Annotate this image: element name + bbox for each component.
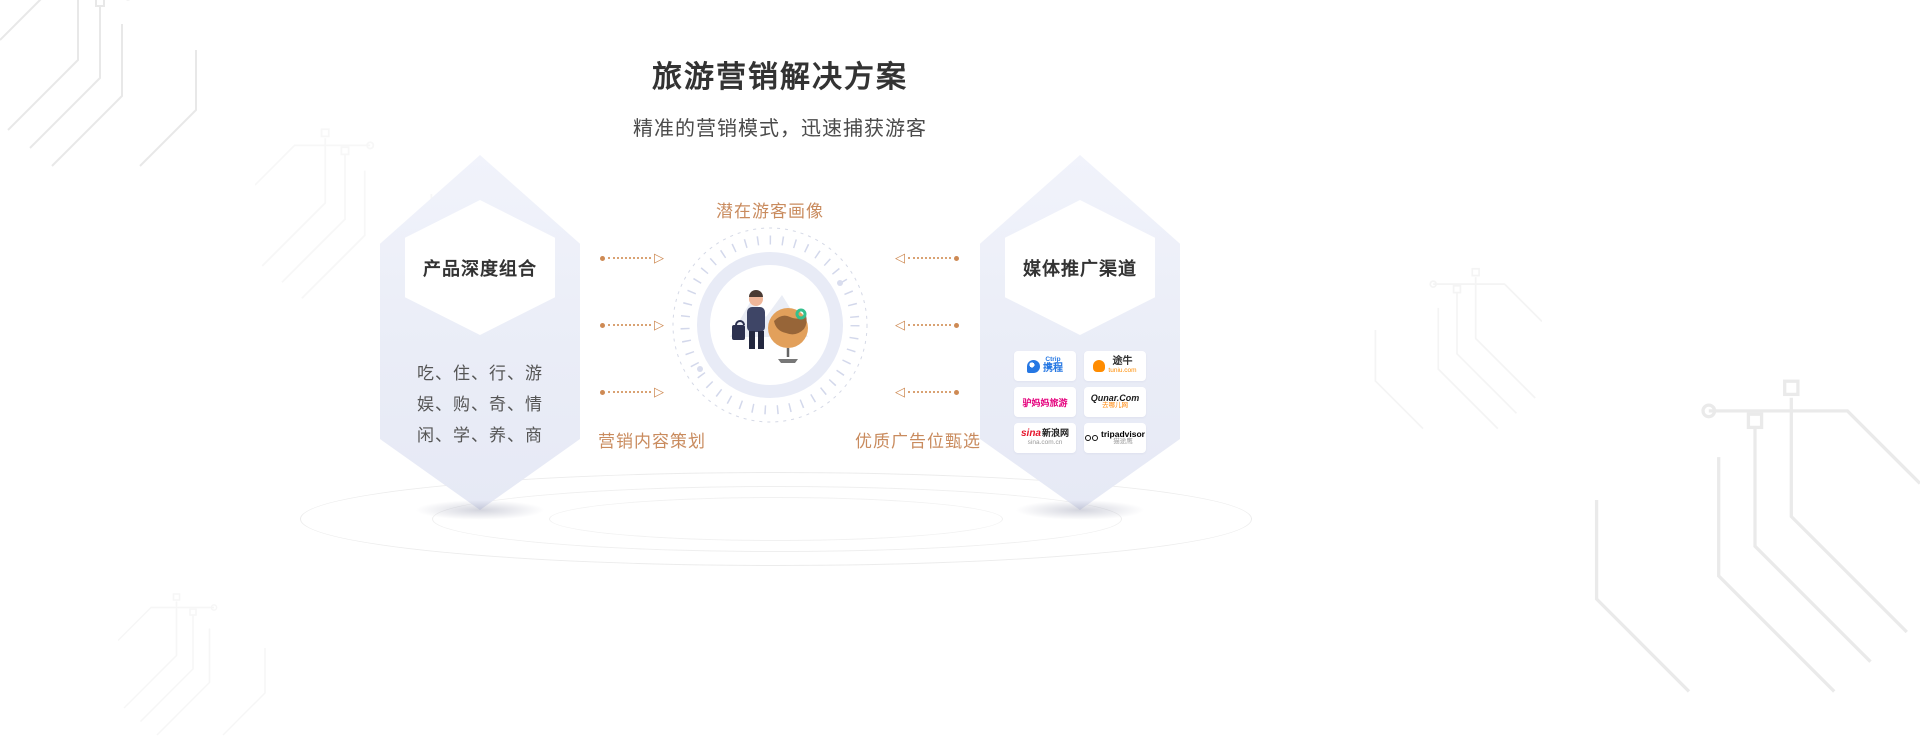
arrow-left-icon: ◁: [895, 317, 905, 332]
tripadvisor-name-text: tripadvisor: [1101, 429, 1145, 440]
label-content-planning: 营销内容策划: [598, 432, 706, 451]
dotted-line: [908, 324, 951, 326]
partner-logo-ctrip[interactable]: Ctrip 携程: [1014, 351, 1076, 381]
partner-logo-tuniu[interactable]: 途牛 tuniu.com: [1084, 351, 1146, 381]
arrow-left-icon: ◁: [895, 250, 905, 265]
media-channels-card: 媒体推广渠道 Ctrip 携程 途牛 tuniu.com 驴妈妈旅游: [980, 155, 1180, 510]
flow-arrow-left-2: ▷: [600, 318, 664, 332]
page-title: 旅游营销解决方案: [652, 61, 908, 94]
partner-logo-qunar[interactable]: Qunar.Com 去哪儿网: [1084, 387, 1146, 417]
product-line-2: 娱、购、奇、情: [417, 395, 543, 414]
arrow-dot-icon: [600, 255, 605, 261]
arrow-dot-icon: [954, 255, 959, 261]
product-line-1: 吃、住、行、游: [417, 364, 543, 383]
arrow-dot-icon: [954, 389, 959, 395]
product-combination-card: 产品深度组合 吃、住、行、游 娱、购、奇、情 闲、学、养、商: [380, 155, 580, 510]
dotted-line: [608, 257, 651, 259]
sina-url-text: sina.com.cn: [1027, 438, 1063, 446]
left-card-title: 产品深度组合: [423, 258, 537, 279]
circuit-pattern-top-left: [0, 0, 197, 167]
arrow-left-icon: ◁: [895, 384, 905, 399]
arrow-dot-icon: [600, 322, 605, 328]
product-elements-list: 吃、住、行、游 娱、购、奇、情 闲、学、养、商: [380, 358, 580, 451]
dotted-line: [608, 324, 651, 326]
sina-name-text: 新浪网: [1042, 428, 1070, 439]
sina-brand-text: sina: [1020, 428, 1041, 440]
ctrip-dolphin-icon: [1027, 359, 1040, 373]
tuniu-icon: [1093, 360, 1106, 372]
label-tourist-portrait: 潜在游客画像: [716, 202, 824, 221]
qunar-name-text: Qunar.Com: [1090, 392, 1140, 403]
tripadvisor-cn-text: 猫途鹰: [1113, 438, 1133, 446]
flow-arrow-right-3: ◁: [895, 385, 959, 399]
right-card-title: 媒体推广渠道: [1023, 258, 1137, 279]
tuniu-url-text: tuniu.com: [1108, 366, 1137, 374]
ripple-ellipse-inner: [549, 497, 1003, 541]
arrow-dot-icon: [954, 322, 959, 328]
circuit-pattern-right-mid: [1374, 267, 1542, 430]
page-subtitle: 精准的营销模式，迅速捕获游客: [633, 118, 927, 140]
flow-arrow-right-1: ◁: [895, 251, 959, 265]
label-ad-selection: 优质广告位甄选: [855, 432, 981, 451]
circuit-pattern-bottom-right: [1594, 379, 1920, 694]
tripadvisor-owl-icon: [1085, 435, 1099, 441]
tuniu-name-text: 途牛: [1112, 356, 1133, 368]
arrow-dot-icon: [600, 389, 605, 395]
ctrip-brand-text: Ctrip: [1045, 356, 1061, 364]
product-line-3: 闲、学、养、商: [417, 426, 543, 445]
traveler-globe-illustration: [672, 227, 868, 423]
flow-arrow-right-2: ◁: [895, 318, 959, 332]
ripple-ellipse-outer: [300, 472, 1252, 566]
right-card-shadow: [1015, 500, 1145, 520]
partner-logo-tripadvisor[interactable]: tripadvisor 猫途鹰: [1084, 423, 1146, 453]
arrow-right-icon: ▷: [654, 317, 664, 332]
partner-logo-grid: Ctrip 携程 途牛 tuniu.com 驴妈妈旅游 Qunar.Com 去哪…: [1014, 351, 1146, 453]
partner-logo-sina[interactable]: sina 新浪网 sina.com.cn: [1014, 423, 1076, 453]
flow-arrow-left-1: ▷: [600, 251, 664, 265]
section-header: 旅游营销解决方案 精准的营销模式，迅速捕获游客: [180, 52, 1380, 141]
dotted-line: [908, 257, 951, 259]
arrow-right-icon: ▷: [654, 384, 664, 399]
ctrip-name-text: 携程: [1043, 363, 1063, 375]
partner-logo-lvmama[interactable]: 驴妈妈旅游: [1014, 387, 1076, 417]
lvmama-name-text: 驴妈妈旅游: [1022, 397, 1068, 408]
circuit-pattern-bottom-left: [118, 593, 266, 736]
arrow-right-icon: ▷: [654, 250, 664, 265]
flow-arrow-left-3: ▷: [600, 385, 664, 399]
left-card-shadow: [415, 500, 545, 520]
qunar-cn-text: 去哪儿网: [1101, 402, 1128, 410]
ripple-ellipse-middle: [432, 486, 1122, 552]
dotted-line: [608, 391, 651, 393]
dotted-line: [908, 391, 951, 393]
